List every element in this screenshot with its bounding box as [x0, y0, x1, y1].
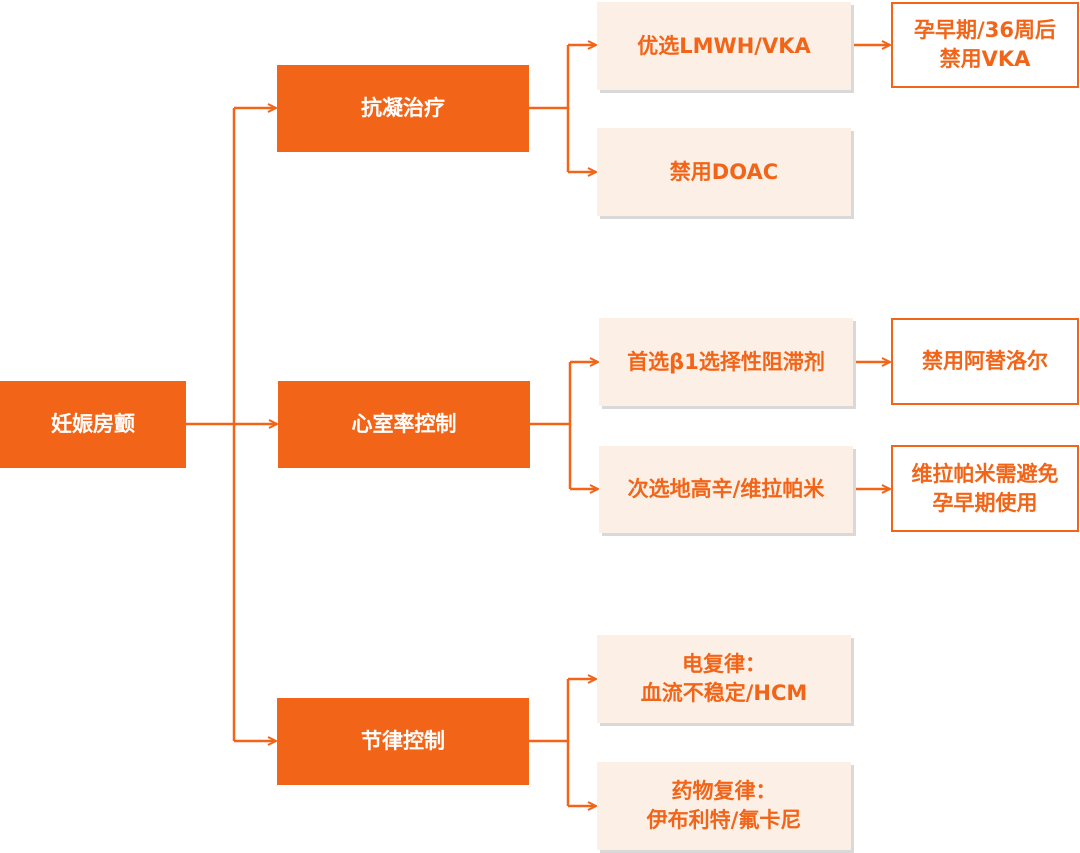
option-label: 伊布利特/氟卡尼 [646, 808, 802, 832]
option-beta1-blocker: 首选β1选择性阻滞剂 [599, 318, 853, 406]
option-no-doac: 禁用DOAC [597, 128, 851, 216]
branch-anticoagulation: 抗凝治疗 [277, 65, 529, 152]
root-node: 妊娠房颤 [0, 381, 186, 468]
note-label: 禁用阿替洛尔 [922, 349, 1048, 373]
option-label: 首选β1选择性阻滞剂 [627, 349, 825, 374]
note-vka-restriction: 孕早期/36周后禁用VKA [891, 2, 1079, 88]
note-label: 孕早期使用 [932, 490, 1038, 515]
note-label: 禁用VKA [939, 47, 1031, 71]
option-label: 次选地高辛/维拉帕米 [627, 477, 825, 501]
note-label: 维拉帕米需避免 [911, 461, 1059, 486]
option-lmwh-vka: 优选LMWH/VKA [597, 2, 851, 90]
branch-rate-control: 心室率控制 [278, 381, 530, 468]
option-drug-cardioversion: 药物复律： 伊布利特/氟卡尼 [597, 762, 851, 850]
branch-label: 抗凝治疗 [361, 96, 445, 120]
option-digoxin-verapamil: 次选地高辛/维拉帕米 [599, 446, 853, 533]
option-label: 药物复律： [671, 779, 777, 803]
option-label: 优选LMWH/VKA [637, 33, 811, 58]
option-label: 血流不稳定/HCM [640, 681, 808, 705]
option-label: 禁用DOAC [669, 159, 779, 184]
note-atenolol: 禁用阿替洛尔 [891, 318, 1079, 405]
note-verapamil: 维拉帕米需避免孕早期使用 [891, 445, 1079, 532]
branch-rhythm-control: 节律控制 [277, 698, 529, 785]
option-cardioversion: 电复律： 血流不稳定/HCM [597, 635, 851, 723]
branch-label: 心室率控制 [351, 412, 457, 436]
option-label: 电复律： [682, 652, 766, 676]
note-label: 孕早期/36周后 [914, 18, 1056, 42]
root-label: 妊娠房颤 [51, 412, 135, 436]
root-connector [186, 108, 236, 741]
branch-label: 节律控制 [361, 729, 445, 753]
